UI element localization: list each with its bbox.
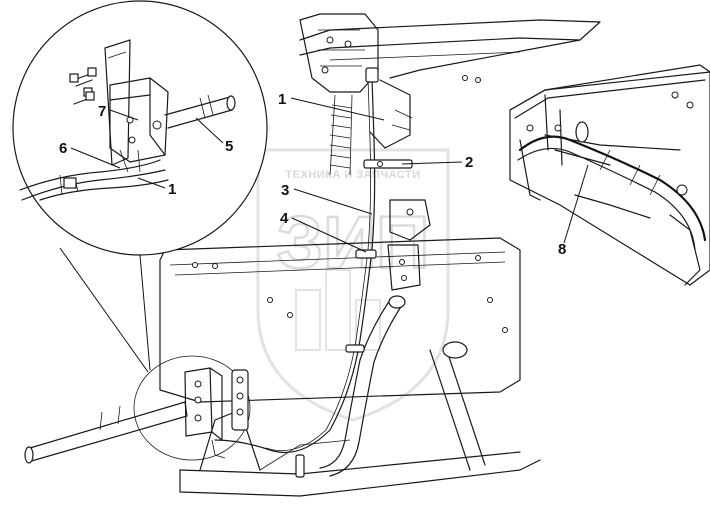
- inset-bolts: [69, 67, 97, 105]
- control-unit: [24, 355, 251, 464]
- watermark-logo: ЗИП: [277, 201, 430, 284]
- label-4: 4: [280, 210, 289, 227]
- watermark-line: ТЕХНИКА И ЗАПЧАСТИ: [285, 169, 420, 181]
- cable-main: [214, 77, 376, 454]
- label-6: 6: [59, 140, 67, 157]
- clamp-4: [355, 249, 377, 259]
- part-labels: 1 2 3 4 5 6 7 1 8: [59, 91, 566, 258]
- label-3: 3: [281, 182, 289, 199]
- cable-routing: [214, 67, 413, 478]
- inset-circle: [12, 0, 268, 256]
- inset-detail: [12, 0, 268, 373]
- label-7: 7: [98, 103, 106, 120]
- chassis-frame: [159, 13, 601, 497]
- label-5: 5: [225, 138, 233, 155]
- watermark: ТЕХНИКА И ЗАПЧАСТИ ЗИП: [256, 148, 450, 422]
- label-8: 8: [558, 241, 566, 258]
- watermark-shield: [256, 148, 450, 422]
- label-1-inset: 1: [168, 181, 176, 198]
- label-1-main: 1: [278, 91, 286, 108]
- inset-right: [509, 64, 710, 286]
- leader-lines: [70, 97, 589, 253]
- label-2: 2: [465, 154, 473, 171]
